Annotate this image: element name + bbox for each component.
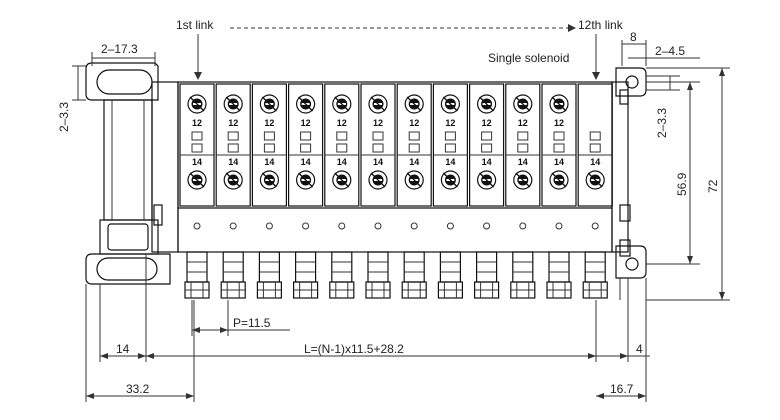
dim-2-17-3: 2–17.3: [101, 42, 138, 56]
port-14-label: 14: [373, 157, 383, 167]
valve-station: 12 14: [251, 83, 287, 207]
mounting-hole: [374, 222, 382, 230]
dim-2-3-3-right: 2–3.3: [655, 108, 669, 138]
valve-station: 12 14: [541, 83, 577, 207]
port-12-label: 12: [482, 118, 492, 128]
dim-pitch: P=11.5: [233, 316, 271, 330]
dim-2-4-5: 2–4.5: [655, 44, 685, 58]
dim-72: 72: [706, 179, 720, 193]
one-touch-fitting: [510, 251, 536, 299]
port-14-label: 14: [409, 157, 419, 167]
port-14-label: 14: [301, 157, 311, 167]
port-12-label: 12: [228, 118, 238, 128]
one-touch-fitting: [365, 251, 391, 299]
right-end-plate: [611, 67, 647, 300]
dim-length-formula: L=(N-1)x11.5+28.2: [304, 342, 404, 356]
valve-station: 12 14: [396, 83, 432, 207]
valve-station: 12 14: [505, 83, 541, 207]
dim-16-7: 16.7: [610, 382, 634, 396]
port-14-label: 14: [482, 157, 492, 167]
port-14-label: 14: [518, 157, 528, 167]
valve-station: 12 14: [324, 83, 360, 207]
port-14-label: 14: [264, 157, 274, 167]
dim-33-2: 33.2: [126, 382, 150, 396]
mounting-hole: [193, 222, 201, 230]
mounting-hole: [229, 222, 237, 230]
port-12-label: 12: [264, 118, 274, 128]
one-touch-fitting: [220, 251, 246, 299]
top-callouts: 1st link 12th link Single solenoid: [176, 18, 624, 80]
one-touch-fitting: [582, 251, 608, 299]
port-12-label: 12: [337, 118, 347, 128]
port-12-label: 12: [554, 118, 564, 128]
one-touch-fitting: [184, 251, 210, 299]
one-touch-fitting: [474, 251, 500, 299]
one-touch-fitting: [546, 251, 572, 299]
valve-station: 12 14: [432, 83, 468, 207]
mounting-hole: [338, 222, 346, 230]
first-link-label: 1st link: [176, 18, 214, 32]
mounting-hole: [483, 222, 491, 230]
dim-2-3-3-left: 2–3.3: [57, 102, 71, 132]
one-touch-fitting: [401, 251, 427, 299]
mounting-hole: [519, 222, 527, 230]
port-12-label: 12: [373, 118, 383, 128]
dim-56-9: 56.9: [675, 172, 689, 196]
dim-8: 8: [630, 30, 637, 44]
port-14-label: 14: [228, 157, 238, 167]
mounting-hole: [446, 222, 454, 230]
dim-14: 14: [116, 342, 130, 356]
mounting-hole: [591, 222, 599, 230]
one-touch-fitting: [329, 251, 355, 299]
port-12-label: 12: [445, 118, 455, 128]
bottom-fittings: [184, 251, 608, 299]
single-solenoid-label: Single solenoid: [488, 51, 569, 65]
mounting-hole: [555, 222, 563, 230]
left-end-plate: [85, 62, 179, 285]
port-14-label: 14: [554, 157, 564, 167]
mounting-hole: [410, 222, 418, 230]
valve-station: 12 14: [360, 83, 396, 207]
dimension-lines: 2–17.3 2–3.3 8 2–4.5 2–3.3 56.9 72: [57, 30, 730, 402]
port-14-label: 14: [590, 157, 600, 167]
valve-station: 14: [577, 83, 613, 207]
mounting-hole: [265, 222, 273, 230]
one-touch-fitting: [293, 251, 319, 299]
valve-station: 12 14: [469, 83, 505, 207]
port-12-label: 12: [301, 118, 311, 128]
port-12-label: 12: [192, 118, 202, 128]
port-12-label: 12: [409, 118, 419, 128]
mounting-hole: [302, 222, 310, 230]
port-14-label: 14: [337, 157, 347, 167]
one-touch-fitting: [256, 251, 282, 299]
port-14-label: 14: [192, 157, 202, 167]
one-touch-fitting: [437, 251, 463, 299]
valve-station: 12 14: [179, 83, 215, 207]
twelfth-link-label: 12th link: [578, 18, 624, 32]
port-12-label: 12: [518, 118, 528, 128]
valve-stations: 12 14 12 14 12 14 12 14 12 14 12 14 12 14 12 14 12 14 12 14…: [179, 83, 613, 230]
port-14-label: 14: [445, 157, 455, 167]
valve-station: 12 14: [215, 83, 251, 207]
valve-station: 12 14: [288, 83, 324, 207]
dim-4: 4: [636, 342, 643, 356]
